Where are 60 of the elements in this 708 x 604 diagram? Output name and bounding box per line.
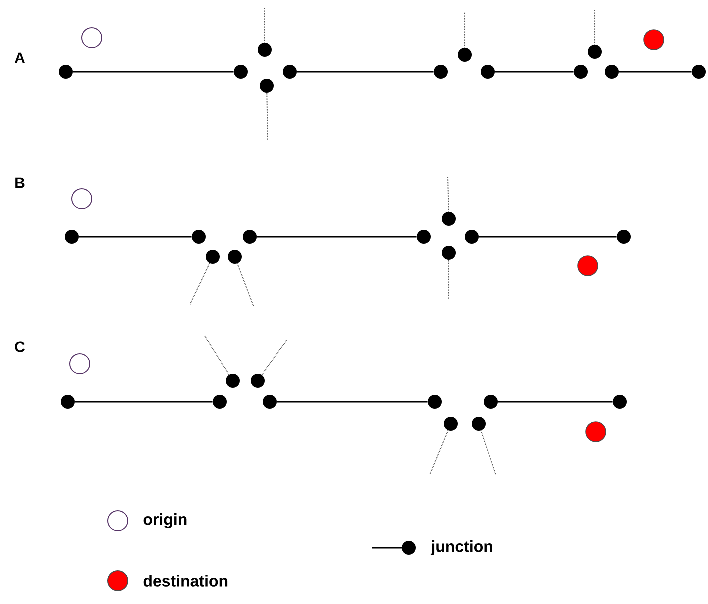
branch-line bbox=[190, 263, 210, 306]
row-letter: A bbox=[14, 52, 26, 64]
junction-dot bbox=[484, 395, 498, 409]
junction-dot bbox=[206, 250, 220, 264]
junction-dot bbox=[258, 43, 272, 57]
branch-line bbox=[262, 340, 288, 376]
junction-dot bbox=[574, 65, 588, 79]
row-letter: B bbox=[16, 178, 25, 188]
junction-dot bbox=[605, 65, 619, 79]
path-line bbox=[495, 71, 574, 73]
junction-dot bbox=[465, 230, 479, 244]
row-letter: C bbox=[15, 342, 25, 352]
branch-line bbox=[480, 430, 496, 476]
branch-line bbox=[464, 12, 466, 48]
junction-dot bbox=[442, 246, 456, 260]
junction-dot bbox=[228, 250, 242, 264]
branch-line bbox=[448, 260, 450, 300]
junction-dot bbox=[263, 395, 277, 409]
junction-dot bbox=[251, 374, 265, 388]
legend-label: destination bbox=[144, 575, 228, 587]
path-line bbox=[619, 71, 692, 73]
junction-dot bbox=[61, 395, 75, 409]
path-line bbox=[79, 236, 192, 238]
junction-dot bbox=[442, 212, 456, 226]
junction-dot bbox=[472, 417, 486, 431]
junction-dot bbox=[458, 48, 472, 62]
junction-dot bbox=[588, 45, 602, 59]
junction-dot bbox=[617, 230, 632, 244]
junction-dot bbox=[613, 395, 627, 409]
branch-line bbox=[594, 10, 596, 46]
junction-dot bbox=[65, 230, 79, 244]
junction-dot bbox=[213, 395, 227, 409]
junction-dot bbox=[417, 230, 431, 244]
junction-dot bbox=[434, 65, 448, 79]
path-line bbox=[498, 401, 613, 403]
junction-dot bbox=[481, 65, 495, 79]
junction-dot bbox=[192, 230, 206, 244]
path-line bbox=[75, 401, 213, 403]
path-line bbox=[257, 236, 417, 238]
junction-dot bbox=[283, 65, 297, 79]
junction-dot bbox=[428, 395, 442, 409]
junction-dot bbox=[59, 65, 73, 79]
branch-line bbox=[430, 430, 449, 476]
path-line bbox=[297, 71, 434, 73]
branch-line bbox=[264, 8, 266, 44]
junction-dot bbox=[692, 65, 706, 79]
junction-dot bbox=[243, 230, 257, 244]
junction-dot bbox=[444, 417, 458, 431]
legend-label: junction bbox=[430, 540, 492, 556]
branch-line bbox=[448, 176, 450, 212]
path-line bbox=[277, 401, 428, 403]
branch-line bbox=[237, 263, 254, 308]
junction-dot bbox=[234, 65, 248, 79]
branch-line bbox=[266, 92, 268, 140]
branch-line bbox=[204, 336, 230, 376]
path-line bbox=[73, 71, 234, 73]
junction-dot bbox=[226, 374, 240, 388]
junction-dot bbox=[260, 79, 274, 93]
path-line bbox=[479, 236, 617, 238]
legend-label: origin bbox=[144, 514, 187, 528]
